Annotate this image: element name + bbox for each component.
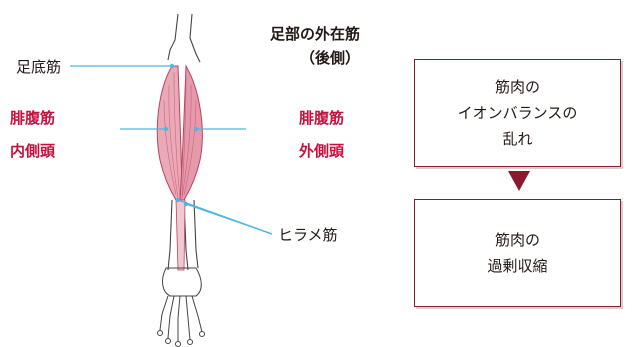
box2-line-1: 筋肉の <box>494 231 540 249</box>
box2-line-2: 過剰収縮 <box>487 257 548 275</box>
label-gastro-medial-1: 腓腹筋 <box>10 109 56 127</box>
title-line-2: （後側） <box>299 49 360 67</box>
leader-lines <box>70 63 273 235</box>
box1-line-1: 筋肉の <box>494 78 540 96</box>
label-gastro-lateral-2: 外側頭 <box>299 142 345 160</box>
gastrocnemius-medial <box>156 65 183 201</box>
title-line-1: 足部の外在筋 <box>269 25 360 43</box>
flow-box-ion-imbalance: 筋肉の イオンバランスの 乱れ <box>414 59 621 167</box>
leader-soleus-b <box>185 203 273 235</box>
label-gastro-medial-2: 内側頭 <box>10 142 56 160</box>
calf-muscles <box>156 64 203 271</box>
achilles-tendon <box>175 199 186 271</box>
flow-box-overcontraction: 筋肉の 過剰収縮 <box>414 199 621 307</box>
box1-line-3: 乱れ <box>502 130 533 148</box>
down-arrow-icon <box>508 171 530 191</box>
label-soleus: ヒラメ筋 <box>278 226 338 244</box>
foot-bones <box>157 267 205 347</box>
diagram-title: 足部の外在筋 （後側） <box>224 22 360 70</box>
label-plantaris: 足底筋 <box>16 58 62 76</box>
label-gastro-lateral-1: 腓腹筋 <box>299 109 345 127</box>
box1-line-2: イオンバランスの <box>457 104 578 122</box>
